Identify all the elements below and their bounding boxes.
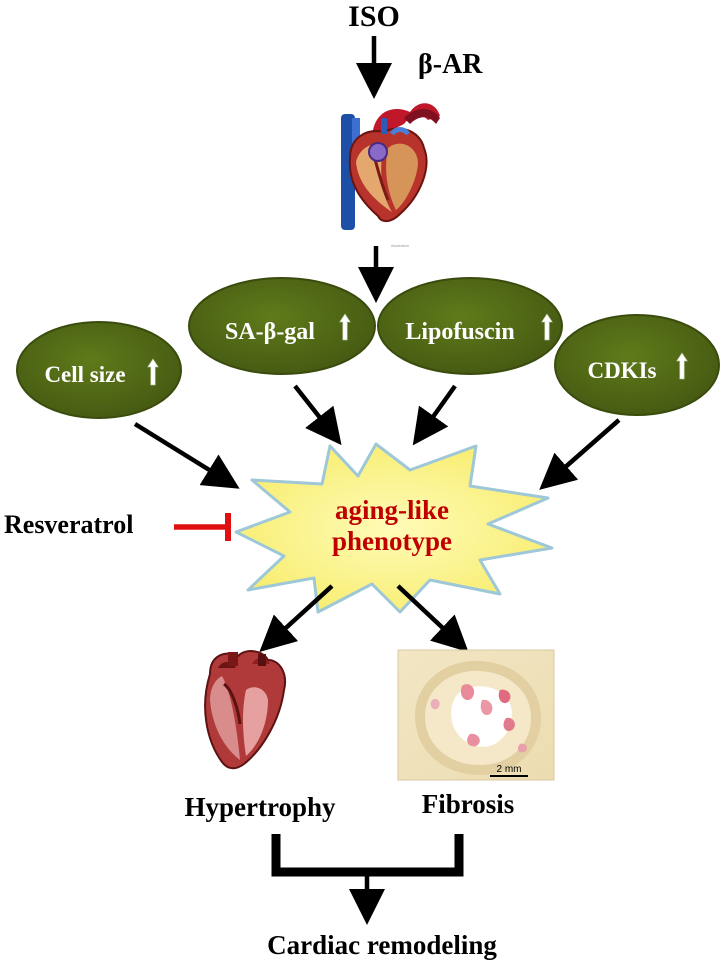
scale-bar-label: 2 mm xyxy=(497,764,522,775)
fibrosis-label: Fibrosis xyxy=(422,789,515,819)
phenotype-line2: phenotype xyxy=(332,526,452,556)
fibrosis-histology-image: 2 mm xyxy=(397,649,555,781)
arrow-lipofuscin-to-phenotype xyxy=(412,384,457,446)
inhibition-bar xyxy=(174,513,231,541)
marker-label-cell-size: Cell size xyxy=(44,362,125,387)
arrow-phenotype-to-hypertrophy xyxy=(259,584,334,653)
heart-section-icon xyxy=(204,650,286,770)
marker-node-sa-beta-gal: SA-β-gal xyxy=(188,277,376,375)
marker-label-lipofuscin: Lipofuscin xyxy=(405,319,514,345)
marker-label-sa-beta-gal: SA-β-gal xyxy=(225,319,315,345)
arrow-cell-size-to-phenotype xyxy=(133,422,240,489)
arrow-cdkis-to-phenotype xyxy=(539,418,621,490)
phenotype-line1: aging-like xyxy=(335,495,449,525)
beta-ar-label: β-AR xyxy=(418,49,483,80)
hypertrophy-label: Hypertrophy xyxy=(184,792,336,822)
merge-bracket xyxy=(271,834,464,877)
svg-text:illustration: illustration xyxy=(391,243,409,248)
marker-node-cdkis: CDKIs xyxy=(554,314,720,416)
resveratrol-label: Resveratrol xyxy=(4,510,133,539)
iso-label: ISO xyxy=(348,0,400,33)
marker-node-lipofuscin: Lipofuscin xyxy=(377,277,563,375)
heart-icon: illustration xyxy=(341,103,440,248)
phenotype-burst: aging-like phenotype xyxy=(234,442,554,614)
marker-node-cell-size: Cell size xyxy=(16,321,182,419)
arrow-phenotype-to-fibrosis xyxy=(396,584,469,653)
arrow-sa-beta-gal-to-phenotype xyxy=(293,384,342,446)
marker-label-cdkis: CDKIs xyxy=(587,358,656,383)
cardiac-remodeling-label: Cardiac remodeling xyxy=(267,930,497,960)
